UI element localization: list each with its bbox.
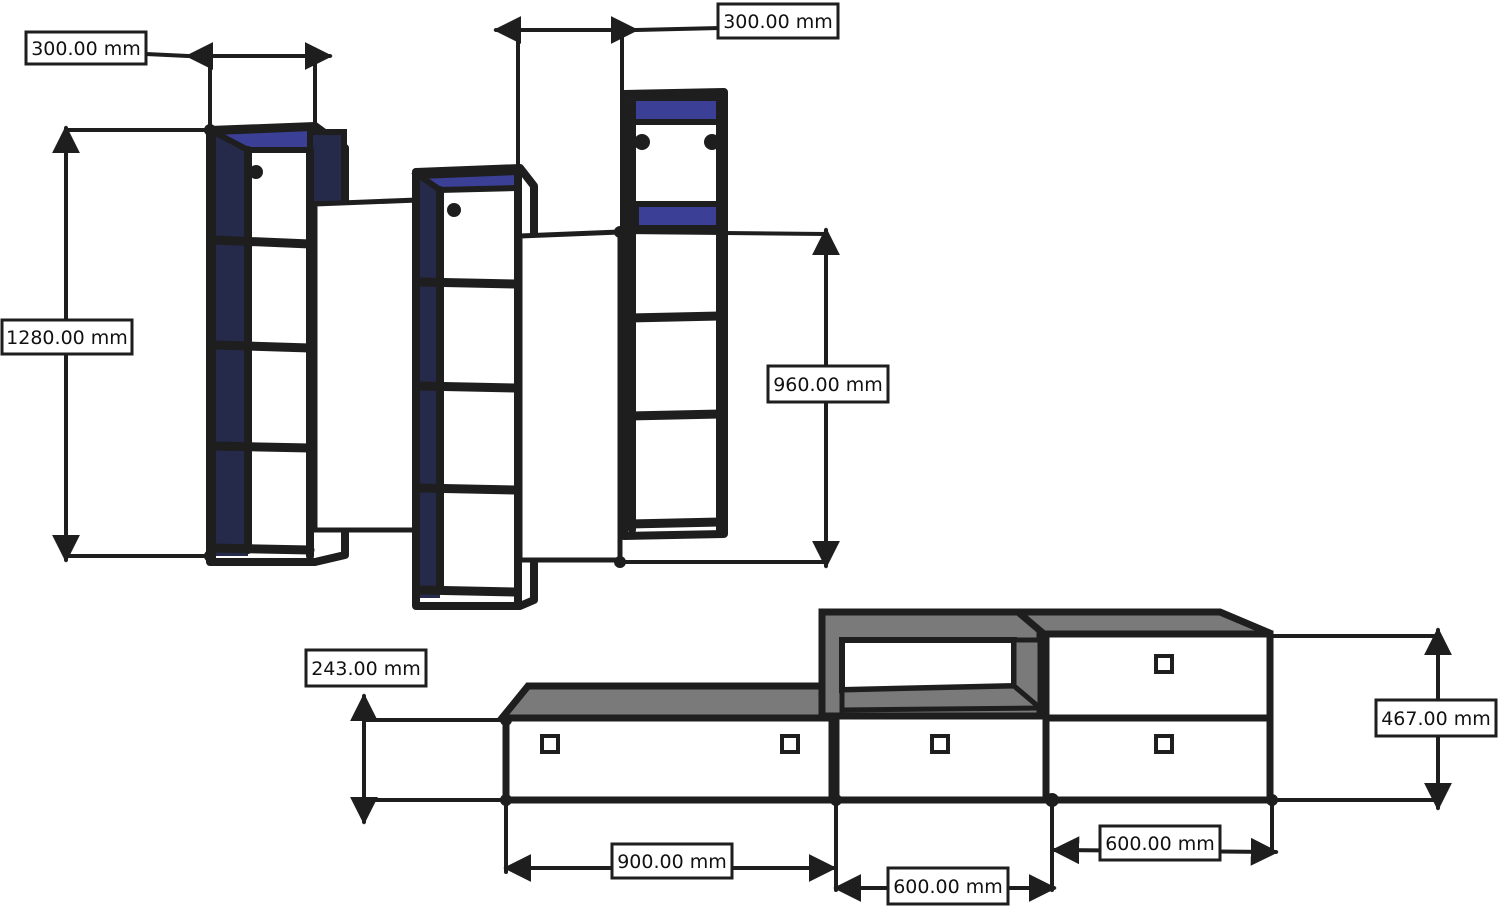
label-tower-height-left: 1280.00 mm bbox=[0, 318, 134, 356]
label-tower-height-right: 960.00 mm bbox=[766, 364, 890, 404]
knob-icon bbox=[540, 734, 560, 754]
knob-icon bbox=[1154, 734, 1174, 754]
cabinet-middle bbox=[818, 608, 1050, 804]
label-tower-width-left: 300.00 mm bbox=[24, 30, 148, 66]
label-cabinet-height-high: 467.00 mm bbox=[1374, 698, 1498, 738]
label-cabinet-width-left: 900.00 mm bbox=[610, 842, 734, 880]
knob-icon bbox=[1154, 654, 1174, 674]
dim-width-right-tower bbox=[493, 16, 722, 170]
back-panel-connector-right bbox=[517, 229, 623, 563]
dimension-label: 600.00 mm bbox=[1105, 833, 1215, 855]
label-cabinet-height-low: 243.00 mm bbox=[304, 648, 428, 688]
dimension-label: 300.00 mm bbox=[31, 38, 141, 60]
knob-icon bbox=[930, 734, 950, 754]
dimension-label: 243.00 mm bbox=[311, 658, 421, 680]
dimension-label: 960.00 mm bbox=[773, 374, 883, 396]
dimension-label: 900.00 mm bbox=[617, 851, 727, 873]
label-cabinet-width-right: 600.00 mm bbox=[1098, 824, 1222, 862]
back-panel-connector bbox=[312, 197, 421, 533]
dim-width-left-tower bbox=[144, 42, 333, 130]
dimension-label: 1280.00 mm bbox=[6, 327, 128, 349]
shelf-tower-middle bbox=[411, 164, 538, 610]
label-tower-width-right: 300.00 mm bbox=[716, 2, 840, 40]
shelf-tower-right bbox=[620, 88, 728, 540]
dim-height-low-cabinet bbox=[350, 693, 1442, 825]
cabinet-right bbox=[1008, 608, 1274, 804]
cabinet-left bbox=[494, 682, 836, 804]
dimension-label: 600.00 mm bbox=[893, 876, 1003, 898]
knob-icon bbox=[780, 734, 800, 754]
label-cabinet-width-middle: 600.00 mm bbox=[886, 866, 1010, 906]
dimension-label: 467.00 mm bbox=[1381, 708, 1491, 730]
dimension-label: 300.00 mm bbox=[723, 11, 833, 33]
